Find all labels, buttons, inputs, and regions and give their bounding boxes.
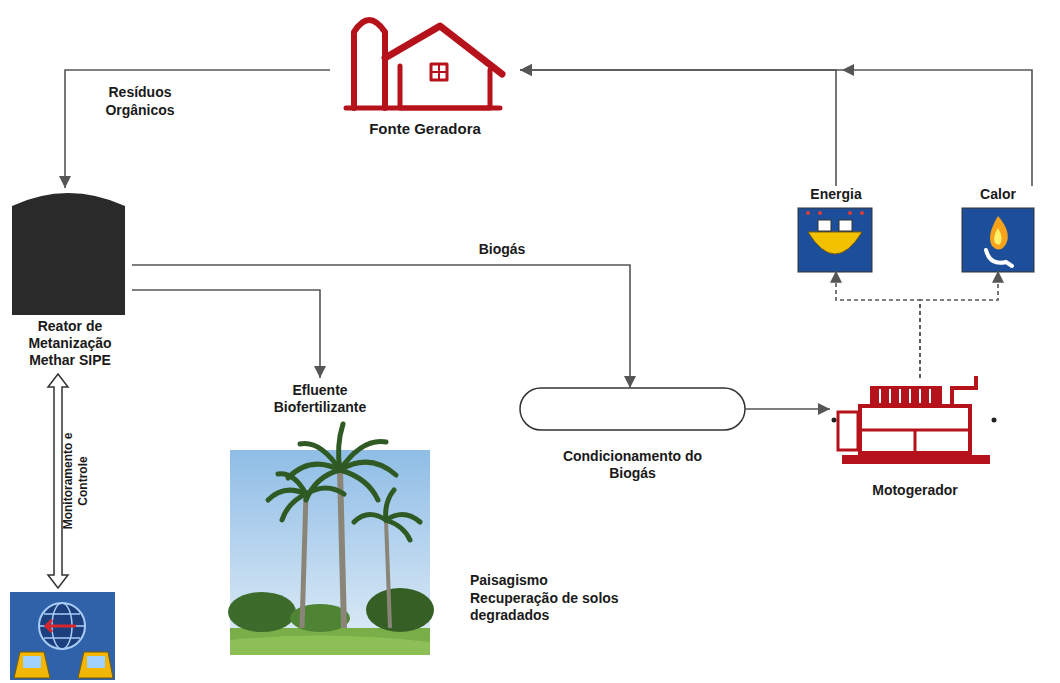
energy-icon	[798, 208, 872, 272]
landscape-photo	[228, 424, 434, 655]
node-label: Condicionamento do Biogás	[553, 448, 713, 482]
process-node: Efluente Biofertilizante	[245, 378, 395, 420]
flow-connector	[132, 290, 320, 378]
edge-label-box: Biogás	[462, 241, 542, 259]
node-label: Fonte Geradora	[330, 120, 520, 138]
dashed-connector	[920, 271, 998, 378]
node-label: Efluente Biofertilizante	[255, 382, 385, 416]
process-node: Motogerador	[830, 378, 1000, 503]
note-text: Monitoramento e Controle	[61, 429, 91, 533]
engine-generator-icon	[832, 376, 997, 464]
flow-label: Biogás	[462, 241, 542, 259]
flow-connector	[520, 70, 836, 186]
node-label: Reator de Metanização Methar SIPE	[10, 318, 130, 368]
process-node: Energia	[795, 186, 877, 271]
flow-connector	[65, 70, 330, 188]
node-label: Motogerador	[835, 482, 995, 499]
barn-icon	[346, 20, 502, 108]
flow-connector	[520, 70, 1032, 186]
flow-label: Resíduos Orgânicos	[92, 84, 188, 119]
process-node: Calor	[958, 186, 1038, 271]
caption-note: Paisagismo Recuperação de solos degradad…	[470, 572, 622, 625]
process-node: Reator de Metanização Methar SIPE	[8, 188, 132, 372]
heat-icon	[962, 208, 1034, 272]
vertical-note: Monitoramento e Controle	[61, 429, 91, 533]
flow-connector	[745, 408, 830, 410]
node-label: Energia	[796, 186, 876, 203]
conditioning-vessel	[520, 388, 745, 430]
note-text: Paisagismo Recuperação de solos degradad…	[470, 572, 622, 625]
dashed-connector	[836, 271, 920, 378]
process-node: Condicionamento do Biogás	[520, 388, 745, 486]
computer-network-icon	[10, 592, 115, 680]
reactor-tank	[12, 193, 125, 315]
process-node: Fonte Geradora	[330, 8, 520, 142]
edge-label-box: Resíduos Orgânicos	[92, 84, 188, 119]
node-label: Calor	[959, 186, 1037, 203]
flow-connector	[132, 265, 630, 388]
